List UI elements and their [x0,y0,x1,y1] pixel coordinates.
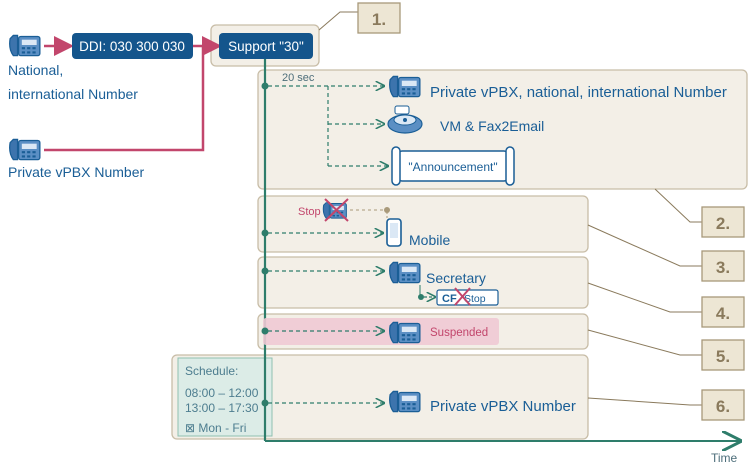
svg-text:4.: 4. [716,304,730,323]
mobile-phone-icon [386,218,402,247]
phone-icon-target-private [389,75,421,98]
schedule-box [177,357,273,437]
schedule-target-label: Private vPBX Number [430,398,576,415]
secretary-label: Secretary [426,270,486,286]
target-private-label: Private vPBX, national, international Nu… [430,84,727,101]
phone-icon-schedule-target [389,390,421,413]
phone-icon-national [9,34,41,57]
national-label-line1: National, [8,62,63,78]
svg-text:Stop: Stop [464,293,486,305]
phone-icon-private [9,138,41,161]
svg-text:DDI: 030 300 030: DDI: 030 300 030 [79,39,185,54]
svg-text:2.: 2. [716,214,730,233]
step-badge-6: 6. [701,389,745,421]
stop-phone-crossed-icon [322,198,349,222]
schedule-title: Schedule: [185,364,238,378]
panel-step6 [171,354,589,440]
svg-text:1.: 1. [372,10,386,29]
schedule-time-2: 13:00 – 17:30 [185,401,259,415]
step-badge-5: 5. [701,339,745,371]
panel-step2 [257,69,748,190]
svg-text:3.: 3. [716,258,730,277]
step-badge-2: 2. [701,206,745,238]
announcement-scroll-icon [391,146,515,186]
announcement-label: "Announcement" [408,160,497,174]
svg-text:5.: 5. [716,347,730,366]
svg-text:CF: CF [442,293,457,305]
mobile-label: Mobile [409,232,450,248]
svg-text:Support "30": Support "30" [228,39,304,54]
phone-icon-secretary [389,261,421,284]
delay-label: 20 sec [282,72,315,84]
phone-icon-suspended [389,321,421,344]
step-badge-4: 4. [701,296,745,328]
svg-text:6.: 6. [716,397,730,416]
step-badge-1: 1. [357,2,401,34]
target-vm-label: VM & Fax2Email [440,118,544,134]
support-box: Support "30" [219,33,313,59]
time-axis-label: Time [711,451,738,465]
stop-label: Stop [298,206,321,218]
national-label-line2: international Number [8,86,138,102]
voicemail-icon [387,105,423,134]
suspended-label: Suspended [430,327,488,339]
schedule-days: ⊠ Mon - Fri [185,421,246,435]
step-badge-3: 3. [701,250,745,282]
schedule-time-1: 08:00 – 12:00 [185,386,259,400]
cf-stop-badge: CF Stop [436,287,499,306]
ddi-box: DDI: 030 300 030 [72,33,193,59]
panel-step4 [257,256,589,309]
private-caller-label: Private vPBX Number [8,164,144,180]
